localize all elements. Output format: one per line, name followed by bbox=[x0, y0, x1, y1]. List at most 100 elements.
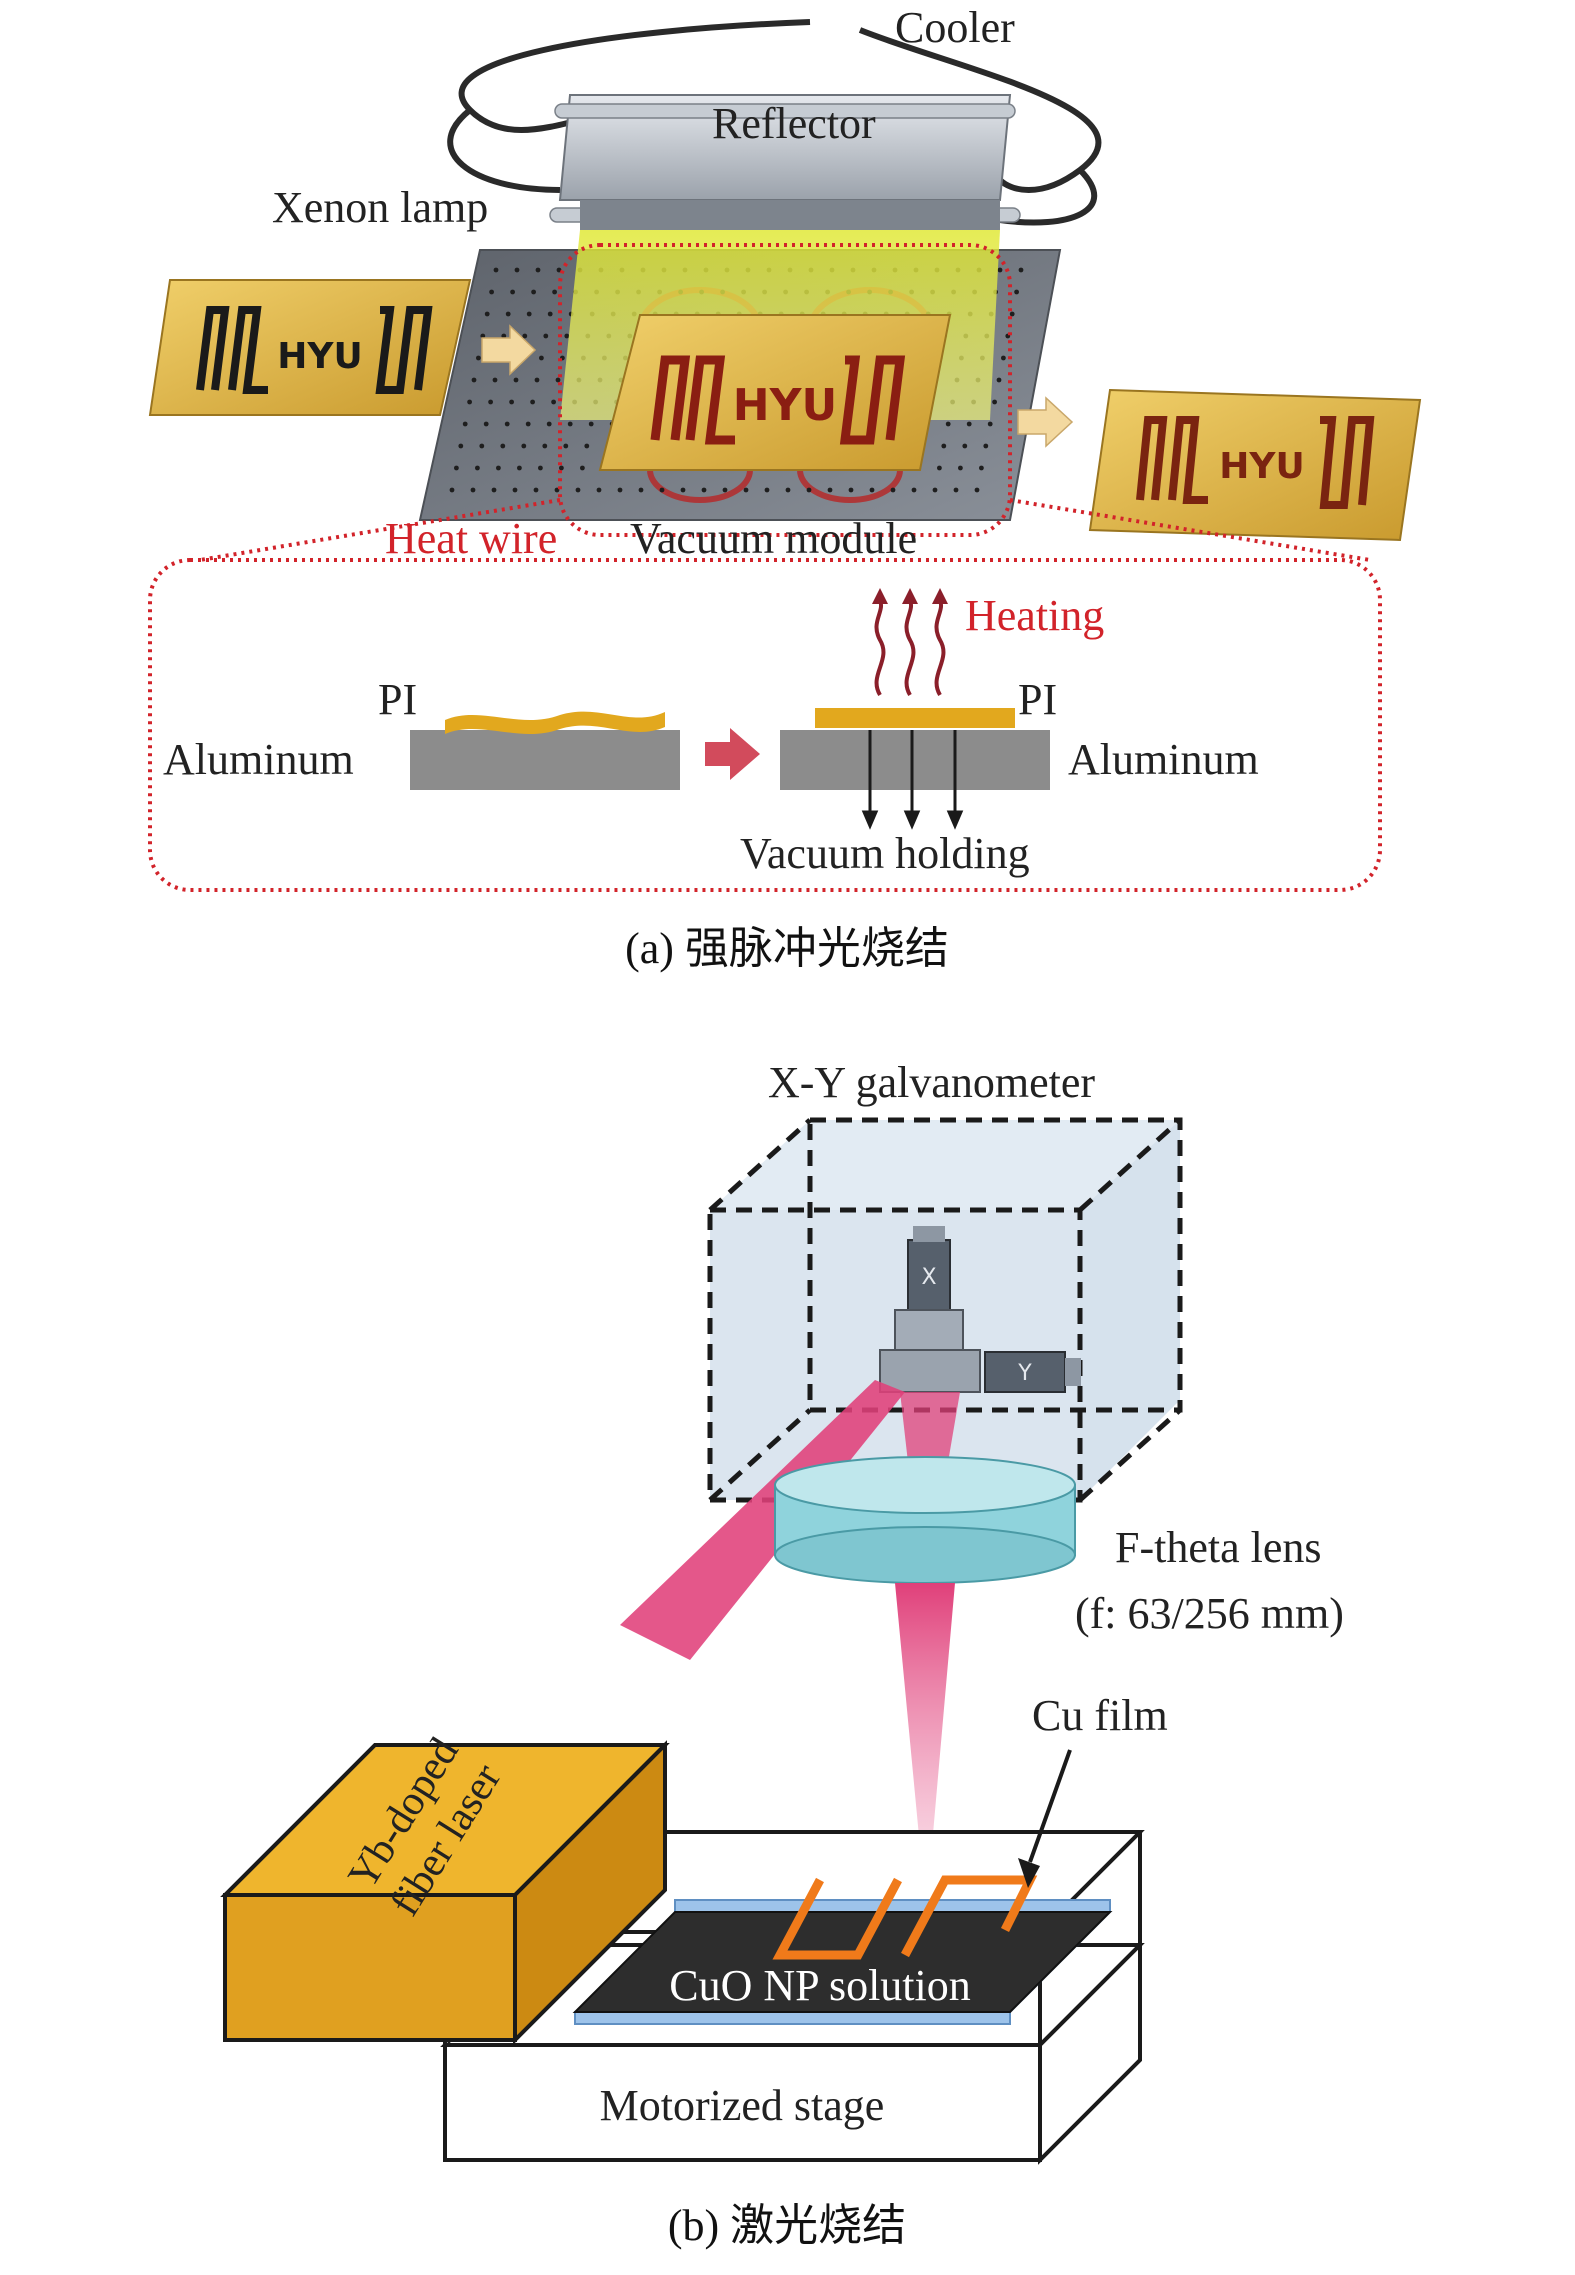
vacuum-hole bbox=[526, 311, 532, 317]
vacuum-hole bbox=[538, 465, 543, 471]
vacuum-hole bbox=[596, 487, 602, 493]
arrow-out bbox=[1017, 396, 1074, 448]
vacuum-hole bbox=[869, 487, 875, 493]
vacuum-hole bbox=[1014, 289, 1019, 295]
vacuum-hole bbox=[1009, 311, 1015, 317]
vacuum-hole bbox=[979, 465, 984, 471]
vacuum-hole bbox=[454, 465, 459, 471]
heating-waves bbox=[874, 599, 946, 697]
vacuum-hole bbox=[552, 289, 557, 295]
vacuum-hole bbox=[945, 421, 951, 427]
caption-a: (a) 强脉冲光烧结 bbox=[625, 924, 949, 973]
cooler-hoses bbox=[447, 19, 1102, 226]
label-cuo-solution: CuO NP solution bbox=[669, 1961, 971, 2010]
label-heat-wire: Heat wire bbox=[385, 514, 557, 563]
laser-beam-horizontal bbox=[620, 1380, 905, 1660]
vacuum-hole bbox=[966, 421, 972, 427]
vacuum-hole bbox=[510, 289, 515, 295]
reflector bbox=[549, 94, 1021, 230]
vacuum-hole bbox=[638, 487, 644, 493]
vacuum-hole bbox=[996, 377, 1002, 383]
cuo-layer bbox=[572, 1911, 1113, 2013]
vacuum-hole bbox=[491, 487, 497, 493]
vacuum-hole bbox=[806, 487, 812, 493]
vacuum-hole bbox=[458, 443, 464, 449]
vacuum-hole bbox=[539, 355, 544, 361]
vacuum-hole bbox=[535, 267, 541, 273]
vacuum-hole bbox=[517, 465, 522, 471]
vacuum-hole bbox=[496, 465, 501, 471]
laser-beam-focused bbox=[895, 1583, 955, 1868]
vacuum-hole bbox=[987, 421, 993, 427]
vacuum-hole bbox=[588, 421, 594, 427]
vacuum-hole bbox=[575, 487, 581, 493]
vacuum-hole bbox=[932, 487, 938, 493]
vacuum-hole bbox=[743, 487, 749, 493]
vacuum-hole bbox=[848, 487, 854, 493]
vacuum-hole bbox=[483, 421, 489, 427]
vacuum-hole bbox=[617, 487, 623, 493]
aluminum-block-left bbox=[410, 730, 680, 790]
vacuum-hole bbox=[722, 487, 728, 493]
vacuum-hole bbox=[479, 443, 485, 449]
vacuum-hole bbox=[764, 487, 770, 493]
fiber-laser-box: Yb-doped fiber laser bbox=[220, 1730, 670, 2045]
label-cooler: Cooler bbox=[895, 3, 1015, 52]
vacuum-hole bbox=[480, 333, 486, 339]
pi-film-wavy bbox=[445, 711, 665, 734]
label-vacuum-module: Vacuum module bbox=[630, 514, 917, 563]
section-before bbox=[410, 711, 680, 790]
vacuum-hole bbox=[505, 311, 511, 317]
process-arrow bbox=[705, 728, 760, 780]
vacuum-hole bbox=[449, 487, 455, 493]
vacuum-hole bbox=[471, 377, 477, 383]
vacuum-hole bbox=[488, 399, 493, 405]
vacuum-hole bbox=[493, 267, 499, 273]
label-xenon-lamp: Xenon lamp bbox=[272, 183, 488, 232]
vacuum-hole bbox=[701, 487, 707, 493]
vacuum-hole bbox=[974, 487, 980, 493]
vacuum-hole bbox=[492, 377, 498, 383]
vacuum-hole bbox=[983, 443, 989, 449]
vacuum-hole bbox=[962, 443, 968, 449]
mirror-mount bbox=[894, 1309, 964, 1351]
center-pattern-text: HYU bbox=[733, 380, 837, 431]
galvanometer-box bbox=[707, 1117, 1183, 1503]
vacuum-hole bbox=[680, 487, 686, 493]
vacuum-hole bbox=[564, 333, 570, 339]
label-heating: Heating bbox=[965, 591, 1104, 640]
vacuum-hole bbox=[489, 289, 494, 295]
vacuum-hole bbox=[543, 333, 549, 339]
vacuum-hole bbox=[941, 443, 947, 449]
vacuum-hole bbox=[551, 399, 556, 405]
vacuum-hole bbox=[522, 333, 528, 339]
vacuum-hole bbox=[470, 487, 476, 493]
vacuum-hole bbox=[462, 421, 468, 427]
mirror-y-label: Y bbox=[1017, 1361, 1032, 1386]
caption-b: (b) 激光烧结 bbox=[668, 2201, 906, 2250]
vacuum-hole bbox=[659, 487, 665, 493]
label-galvanometer: X-Y galvanometer bbox=[768, 1058, 1095, 1107]
vacuum-hole bbox=[521, 443, 527, 449]
vacuum-hole bbox=[531, 289, 536, 295]
heating-wave-heads bbox=[872, 588, 948, 604]
left-pattern-text: HYU bbox=[277, 336, 362, 377]
vacuum-hole bbox=[534, 377, 540, 383]
label-vacuum-holding: Vacuum holding bbox=[740, 829, 1030, 878]
vacuum-hole bbox=[827, 487, 833, 493]
vacuum-hole bbox=[580, 465, 585, 471]
vacuum-hole bbox=[1018, 267, 1024, 273]
vacuum-hole bbox=[484, 311, 490, 317]
zoom-region bbox=[148, 243, 1382, 892]
vacuum-hole bbox=[514, 267, 520, 273]
vacuum-hole bbox=[555, 377, 561, 383]
mirror-head bbox=[879, 1349, 981, 1393]
label-motorized-stage: Motorized stage bbox=[600, 2081, 885, 2130]
section-after bbox=[780, 588, 1050, 830]
center-pattern bbox=[650, 355, 906, 445]
right-pattern-text: HYU bbox=[1219, 446, 1304, 487]
vacuum-hole bbox=[992, 399, 997, 405]
label-reflector: Reflector bbox=[712, 99, 876, 148]
label-pi-right: PI bbox=[1018, 675, 1057, 724]
vacuum-hole bbox=[567, 421, 573, 427]
